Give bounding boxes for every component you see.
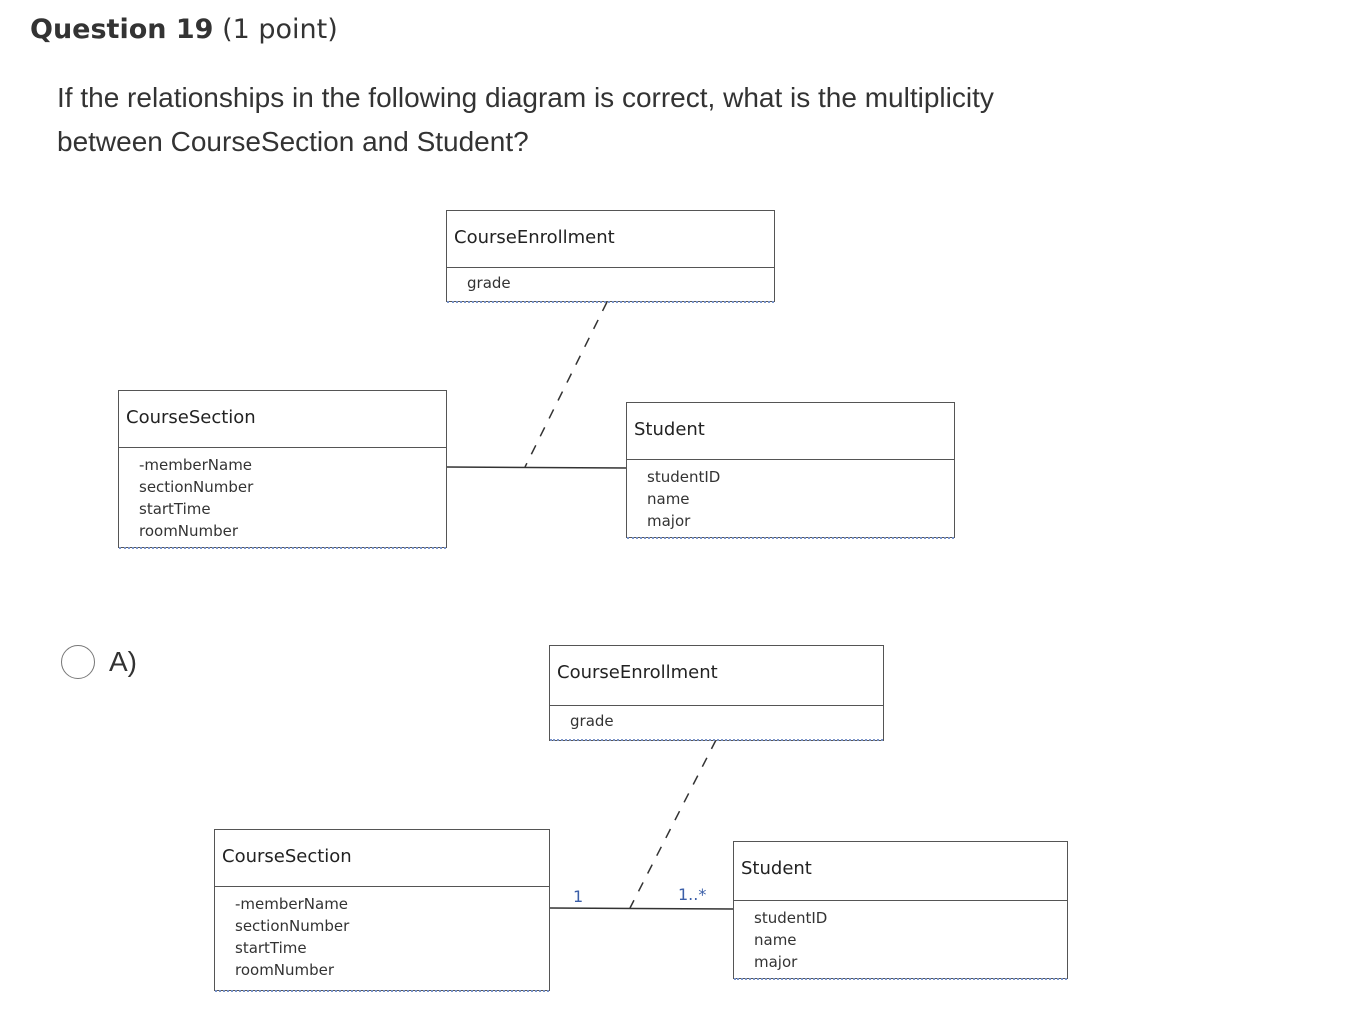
class-name: CourseSection xyxy=(215,830,549,887)
attribute: -memberName xyxy=(235,895,349,913)
attribute: -memberName xyxy=(139,456,253,474)
multiplicity-right: 1..* xyxy=(678,885,707,904)
question-text-line-1: If the relationships in the following di… xyxy=(57,82,994,113)
main-association-line xyxy=(445,466,628,469)
question-points: (1 point) xyxy=(222,14,338,45)
option-a-course-enrollment-class: CourseEnrollment grade xyxy=(549,645,884,741)
main-association-class-link xyxy=(524,301,608,468)
attribute: sectionNumber xyxy=(235,917,350,935)
option-a-label[interactable]: A) xyxy=(109,646,137,677)
main-course-enrollment-class: CourseEnrollment grade xyxy=(446,210,775,303)
class-attributes: grade xyxy=(550,706,883,741)
question-title: Question 19 (1 point) xyxy=(30,14,338,45)
main-student-class: Student studentID name major xyxy=(626,402,955,539)
class-attributes: -memberName sectionNumber startTime room… xyxy=(119,448,446,549)
option-a-radio[interactable] xyxy=(61,645,95,679)
option-a-association-line xyxy=(549,907,735,910)
option-a-association-class-link xyxy=(629,739,717,909)
attribute: studentID xyxy=(647,468,721,486)
class-name: CourseSection xyxy=(119,391,446,448)
attribute: major xyxy=(647,512,691,530)
attribute: startTime xyxy=(139,500,211,518)
class-name: CourseEnrollment xyxy=(447,211,774,268)
attribute: grade xyxy=(467,274,511,292)
class-name: Student xyxy=(627,403,954,460)
question-text: If the relationships in the following di… xyxy=(57,76,1207,164)
main-course-section-class: CourseSection -memberName sectionNumber … xyxy=(118,390,447,549)
attribute: name xyxy=(754,931,797,949)
option-a-student-class: Student studentID name major xyxy=(733,841,1068,980)
class-attributes: studentID name major xyxy=(627,460,954,539)
option-a[interactable]: A) xyxy=(61,645,137,679)
attribute: name xyxy=(647,490,690,508)
class-name: Student xyxy=(734,842,1067,901)
question-number: Question 19 xyxy=(30,14,214,45)
attribute: grade xyxy=(570,712,614,730)
multiplicity-left: 1 xyxy=(573,887,584,906)
attribute: roomNumber xyxy=(235,961,335,979)
class-attributes: -memberName sectionNumber startTime room… xyxy=(215,887,549,992)
class-attributes: studentID name major xyxy=(734,901,1067,980)
question-text-line-2: between CourseSection and Student? xyxy=(57,126,529,157)
attribute: sectionNumber xyxy=(139,478,254,496)
attribute: major xyxy=(754,953,798,971)
class-name: CourseEnrollment xyxy=(550,646,883,706)
option-a-course-section-class: CourseSection -memberName sectionNumber … xyxy=(214,829,550,992)
attribute: roomNumber xyxy=(139,522,239,540)
attribute: studentID xyxy=(754,909,828,927)
attribute: startTime xyxy=(235,939,307,957)
class-attributes: grade xyxy=(447,268,774,303)
